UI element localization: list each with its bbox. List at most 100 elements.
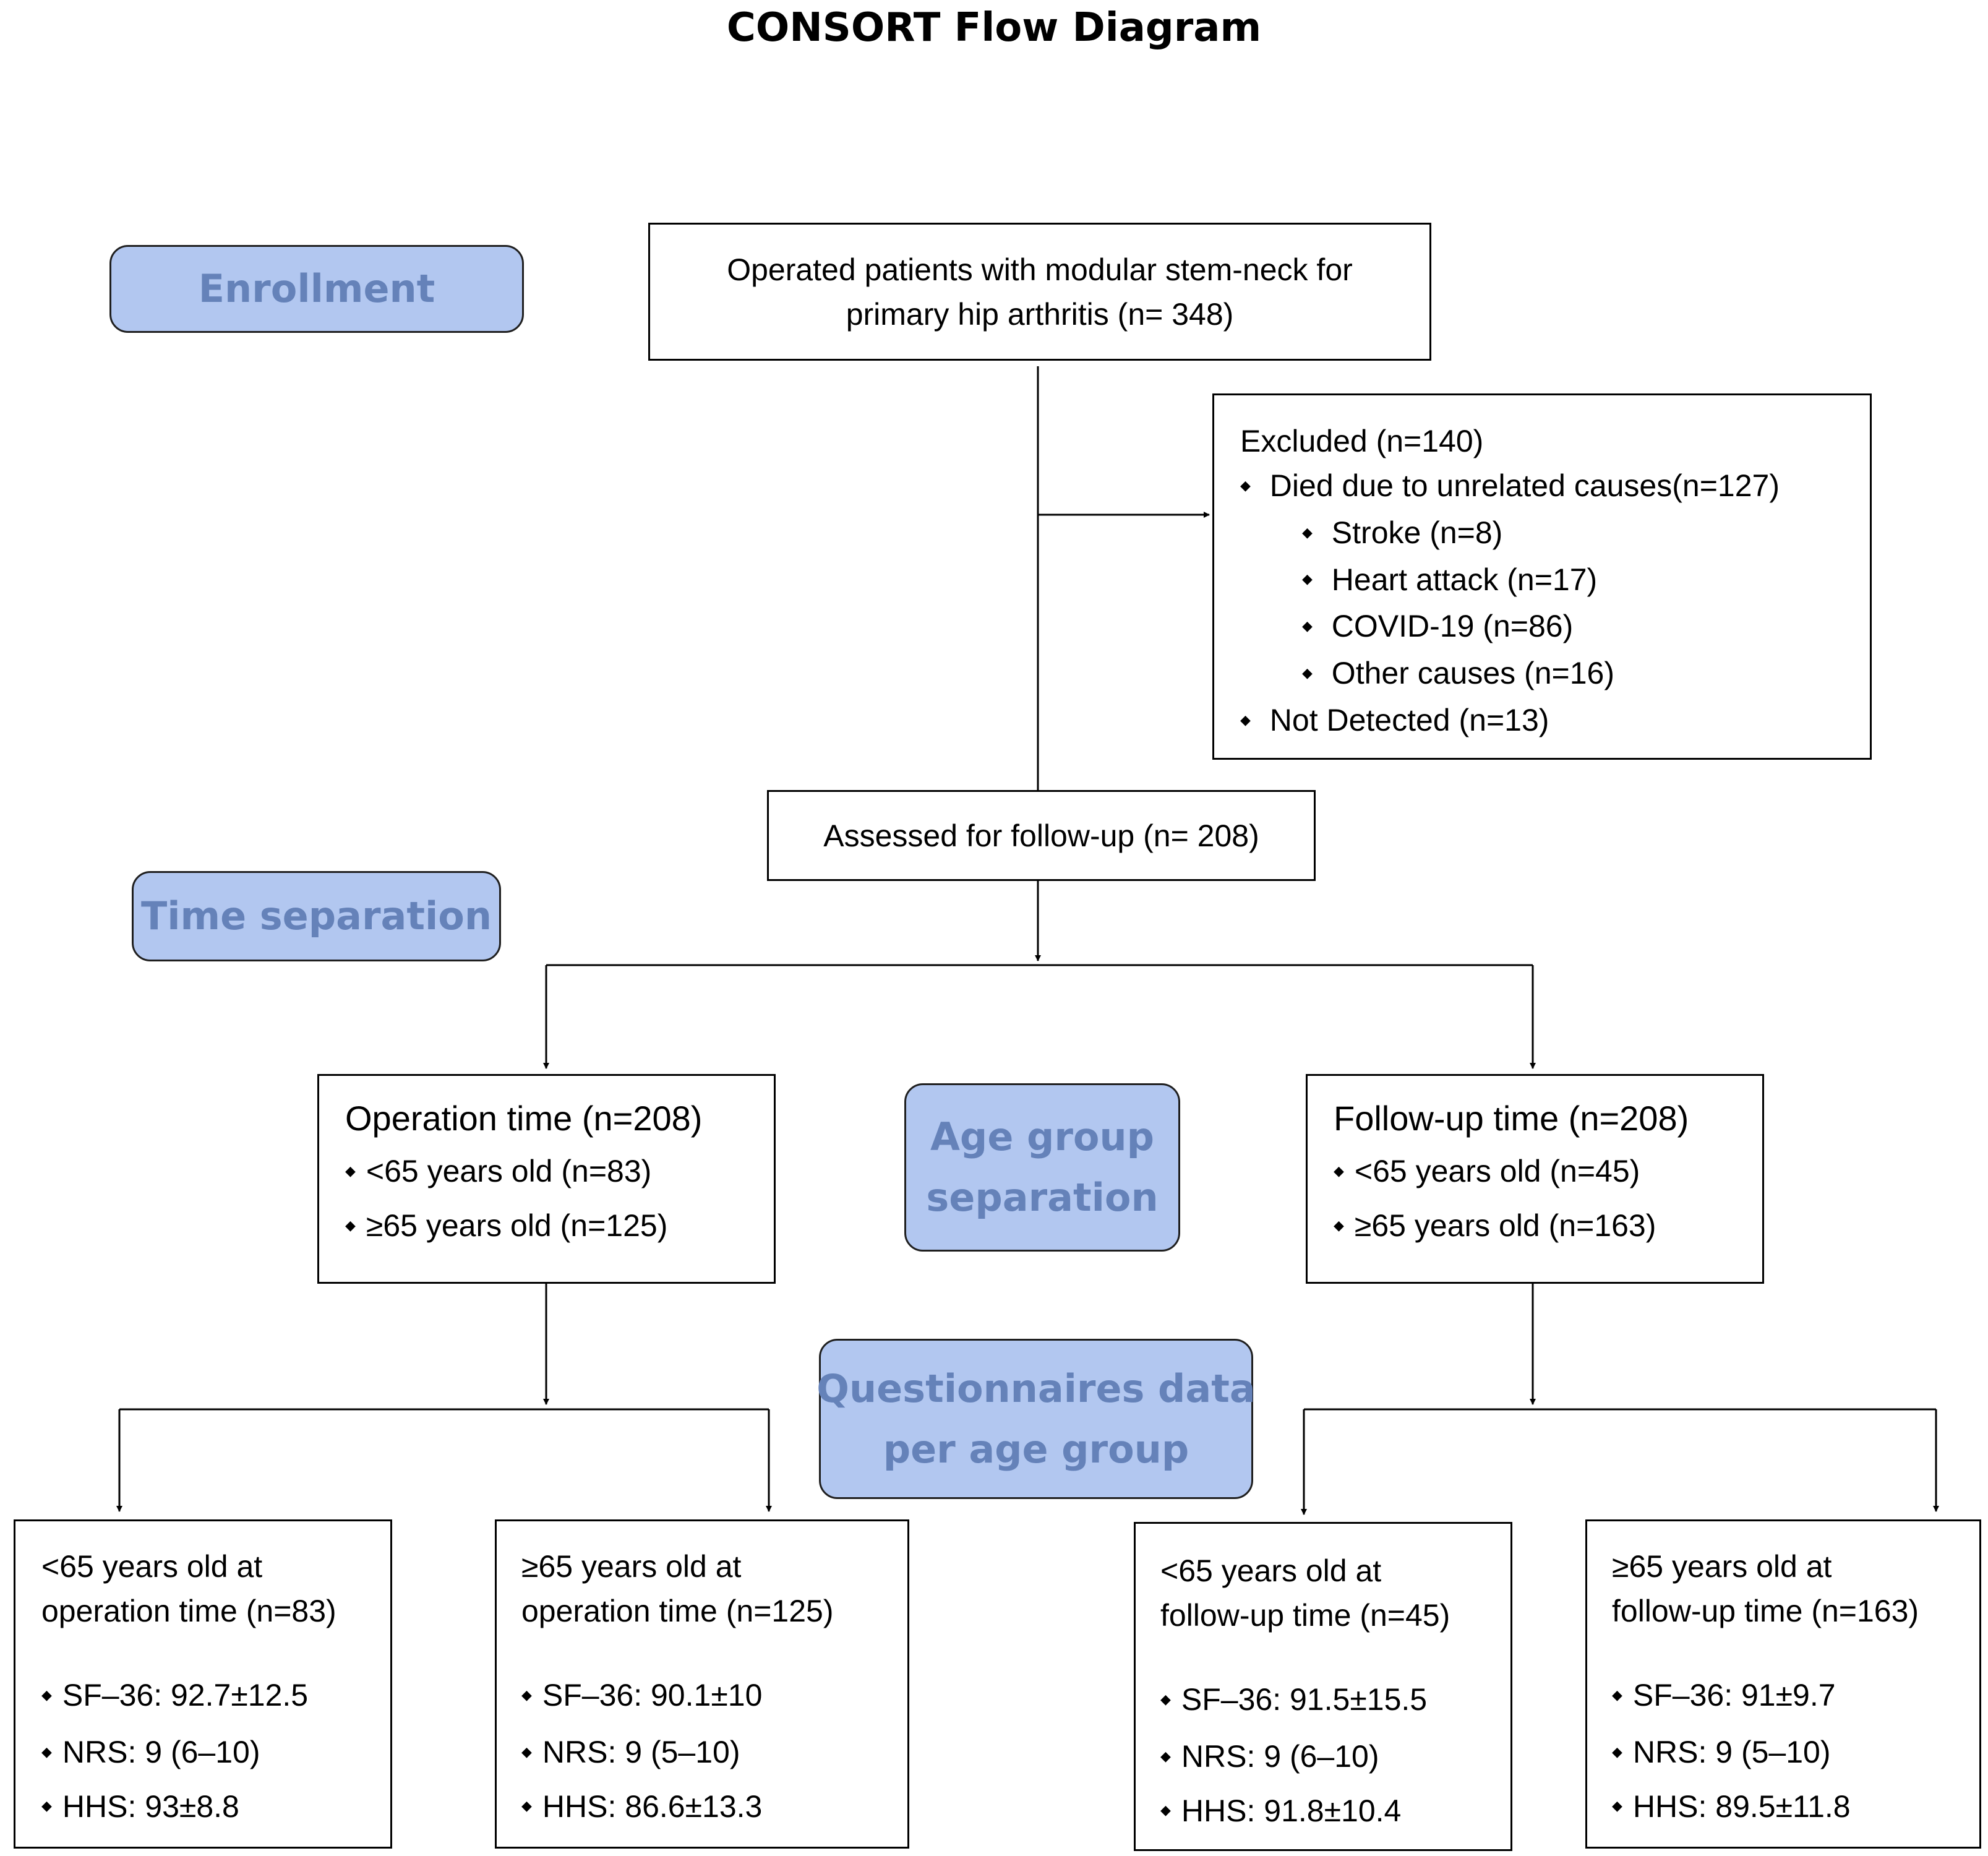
bullet-icon: ◆	[1334, 1217, 1344, 1233]
bullet-icon: ◆	[1612, 1686, 1622, 1703]
phase-questionnaires-line1: Questionnaires data	[816, 1365, 1256, 1411]
result-nrs-item: ◆ NRS: 9 (6–10)	[1160, 1729, 1510, 1786]
followup-time-box: Follow-up time (n=208) ◆ <65 years old (…	[1306, 1074, 1764, 1284]
result-heading-line2: follow-up time (n=163)	[1612, 1594, 1919, 1628]
result-heading-line2: follow-up time (n=45)	[1160, 1598, 1450, 1633]
followup-time-title: Follow-up time (n=208)	[1334, 1099, 1689, 1138]
excluded-box: Excluded (n=140) ◆ Died due to unrelated…	[1212, 393, 1872, 760]
result-nrs-label: NRS: 9 (5–10)	[542, 1734, 740, 1769]
bullet-icon: ◆	[1240, 477, 1251, 493]
assessed-box: Assessed for follow-up (n= 208)	[767, 790, 1316, 881]
result-nrs-label: NRS: 9 (6–10)	[1181, 1738, 1379, 1774]
phase-enrollment-label: Enrollment	[198, 266, 435, 311]
result-sf36-label: SF–36: 91.5±15.5	[1181, 1682, 1428, 1717]
result-heading-line2: operation time (n=83)	[41, 1594, 336, 1628]
excluded-died-item: ◆ Died due to unrelated causes(n=127)	[1240, 463, 1870, 510]
bullet-icon: ◆	[1302, 571, 1313, 587]
result-hhs-item: ◆ HHS: 86.6±13.3	[521, 1782, 907, 1834]
enrollment-line1: Operated patients with modular stem-neck…	[727, 252, 1353, 287]
result-sf36-item: ◆ SF–36: 91.5±15.5	[1160, 1672, 1510, 1729]
followup-under-label: <65 years old (n=45)	[1354, 1154, 1640, 1188]
bullet-icon: ◆	[41, 1686, 52, 1703]
result-hhs-label: HHS: 86.6±13.3	[542, 1789, 763, 1824]
bullet-icon: ◆	[1160, 1802, 1171, 1818]
operation-time-title: Operation time (n=208)	[345, 1099, 703, 1138]
bullet-icon: ◆	[1334, 1162, 1344, 1179]
bullet-icon: ◆	[1160, 1748, 1171, 1764]
excluded-header: Excluded (n=140)	[1240, 424, 1484, 458]
operation-under-label: <65 years old (n=83)	[366, 1154, 652, 1188]
excluded-stroke-item: ◆ Stroke (n=8)	[1240, 510, 1870, 557]
result-box: ≥65 years old at operation time (n=125) …	[495, 1519, 909, 1849]
phase-time-separation: Time separation	[132, 871, 501, 961]
bullet-icon: ◆	[345, 1162, 356, 1179]
result-sf36-item: ◆ SF–36: 92.7±12.5	[41, 1668, 390, 1725]
result-nrs-label: NRS: 9 (5–10)	[1632, 1734, 1831, 1769]
excluded-covid-item: ◆ COVID-19 (n=86)	[1240, 604, 1870, 651]
result-sf36-label: SF–36: 92.7±12.5	[62, 1678, 309, 1712]
result-hhs-item: ◆ HHS: 89.5±11.8	[1612, 1782, 1979, 1834]
result-sf36-item: ◆ SF–36: 90.1±10	[521, 1668, 907, 1725]
followup-under-item: ◆ <65 years old (n=45)	[1334, 1145, 1762, 1200]
result-hhs-item: ◆ HHS: 91.8±10.4	[1160, 1786, 1510, 1838]
bullet-icon: ◆	[41, 1798, 52, 1814]
result-heading-line1: ≥65 years old at	[1612, 1549, 1832, 1584]
operation-time-box: Operation time (n=208) ◆ <65 years old (…	[317, 1074, 776, 1284]
assessed-label: Assessed for follow-up (n= 208)	[823, 818, 1259, 853]
result-heading-line1: <65 years old at	[41, 1549, 263, 1584]
result-nrs-item: ◆ NRS: 9 (5–10)	[1612, 1725, 1979, 1782]
phase-age-group-line1: Age group	[930, 1114, 1155, 1159]
enrollment-line2: primary hip arthritis (n= 348)	[846, 296, 1234, 332]
bullet-icon: ◆	[1612, 1798, 1622, 1814]
result-sf36-label: SF–36: 91±9.7	[1632, 1678, 1836, 1712]
bullet-icon: ◆	[521, 1798, 532, 1814]
result-box: <65 years old at follow-up time (n=45) ◆…	[1134, 1522, 1512, 1851]
phase-questionnaires: Questionnaires data per age group	[816, 1339, 1256, 1499]
result-box: ≥65 years old at follow-up time (n=163) …	[1585, 1519, 1981, 1849]
bullet-icon: ◆	[1160, 1691, 1171, 1707]
phase-age-group-separation: Age group separation	[904, 1083, 1180, 1252]
result-heading-line1: ≥65 years old at	[521, 1549, 742, 1584]
result-hhs-label: HHS: 89.5±11.8	[1632, 1789, 1851, 1824]
excluded-other-item: ◆ Other causes (n=16)	[1240, 651, 1870, 698]
bullet-icon: ◆	[1612, 1743, 1622, 1759]
page-title: CONSORT Flow Diagram	[726, 5, 1262, 51]
phase-time-separation-label: Time separation	[141, 893, 492, 939]
result-nrs-item: ◆ NRS: 9 (6–10)	[41, 1725, 390, 1782]
operation-over-label: ≥65 years old (n=125)	[366, 1208, 668, 1243]
result-box: <65 years old at operation time (n=83) ◆…	[14, 1519, 392, 1849]
excluded-not-detected-label: Not Detected (n=13)	[1269, 702, 1549, 737]
excluded-covid-label: COVID-19 (n=86)	[1331, 609, 1574, 644]
bullet-icon: ◆	[1302, 664, 1313, 681]
result-hhs-item: ◆ HHS: 93±8.8	[41, 1782, 390, 1834]
bullet-icon: ◆	[345, 1217, 356, 1233]
operation-over-item: ◆ ≥65 years old (n=125)	[345, 1200, 774, 1254]
excluded-not-detected-item: ◆ Not Detected (n=13)	[1240, 698, 1870, 745]
result-heading-line1: <65 years old at	[1160, 1553, 1382, 1588]
bullet-icon: ◆	[1302, 618, 1313, 634]
followup-over-item: ◆ ≥65 years old (n=163)	[1334, 1200, 1762, 1254]
excluded-heart-item: ◆ Heart attack (n=17)	[1240, 557, 1870, 604]
result-nrs-item: ◆ NRS: 9 (5–10)	[521, 1725, 907, 1782]
bullet-icon: ◆	[521, 1743, 532, 1759]
phase-enrollment: Enrollment	[109, 245, 524, 333]
result-heading-line2: operation time (n=125)	[521, 1594, 834, 1628]
result-nrs-label: NRS: 9 (6–10)	[62, 1734, 260, 1769]
operation-under-item: ◆ <65 years old (n=83)	[345, 1145, 774, 1200]
bullet-icon: ◆	[1302, 524, 1313, 540]
result-hhs-label: HHS: 93±8.8	[62, 1789, 239, 1824]
phase-age-group-line2: separation	[926, 1175, 1159, 1220]
result-sf36-item: ◆ SF–36: 91±9.7	[1612, 1668, 1979, 1725]
enrollment-box: Operated patients with modular stem-neck…	[648, 223, 1431, 361]
bullet-icon: ◆	[1240, 711, 1251, 728]
bullet-icon: ◆	[41, 1743, 52, 1759]
excluded-died-label: Died due to unrelated causes(n=127)	[1269, 468, 1780, 503]
followup-over-label: ≥65 years old (n=163)	[1354, 1208, 1656, 1243]
excluded-heart-label: Heart attack (n=17)	[1331, 562, 1598, 597]
bullet-icon: ◆	[521, 1686, 532, 1703]
result-sf36-label: SF–36: 90.1±10	[542, 1678, 763, 1712]
phase-questionnaires-line2: per age group	[883, 1426, 1189, 1472]
result-hhs-label: HHS: 91.8±10.4	[1181, 1793, 1402, 1828]
excluded-stroke-label: Stroke (n=8)	[1331, 515, 1503, 550]
